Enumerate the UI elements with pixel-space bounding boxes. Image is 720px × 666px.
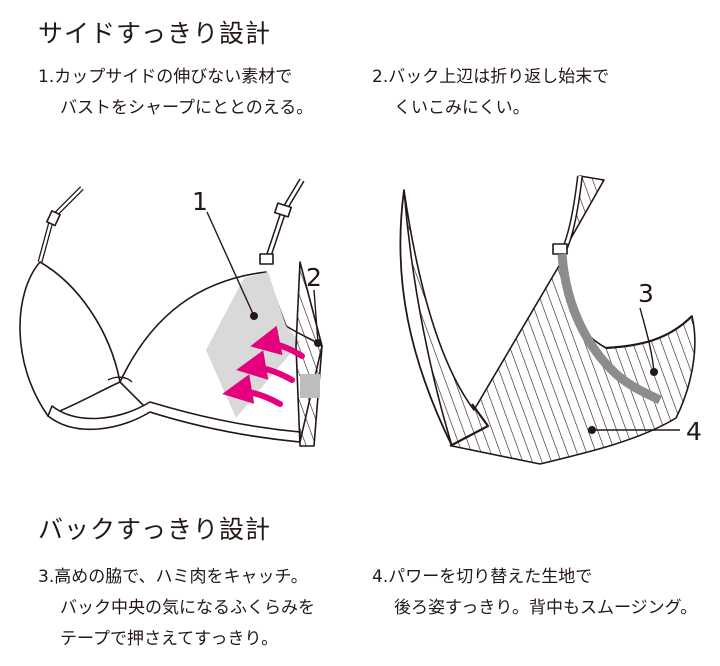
pink-arrow-2 [236,350,295,383]
callout-3: 3 [638,279,654,308]
side-point-2: 2.バック上辺は折り返し始末で くいこみにくい。 [372,62,609,124]
side-point-1: 1.カップサイドの伸びない素材で バストをシャープにととのえる。 [38,62,313,124]
front-view [19,178,323,447]
front-side-wing [295,261,323,447]
side-point-2-line2: くいこみにくい。 [394,98,530,118]
side-point-2-line1: 2.バック上辺は折り返し始末で [372,67,610,87]
back-tape [557,253,663,405]
front-left-cup [19,261,121,417]
back-point-3-line3: テープで押さえてすっきり。 [60,629,279,649]
back-section-title: バックすっきり設計 [38,515,272,544]
back-point-4-line1: 4.パワーを切り替えた生地で [372,567,593,587]
side-point-1-line1: 1.カップサイドの伸びない素材で [38,67,293,87]
front-left-strap [37,186,84,263]
callout-3-leader [639,307,655,373]
back-point-3-line2: バック中央の気になるふくらみを [60,598,315,618]
callout-1: 1 [192,187,208,216]
pink-arrow-3 [222,374,283,407]
back-left-edge [399,189,453,447]
back-view [399,175,696,465]
pink-arrow-1 [250,325,305,359]
callout-4: 4 [686,417,702,446]
back-body [403,175,696,465]
callout-2: 2 [306,263,322,292]
back-top-hem [605,315,693,350]
callout-2-leader [313,289,319,344]
pressure-arrows [222,325,305,407]
back-point-4: 4.パワーを切り替えた生地で 後ろ姿すっきり。背中もスムージング。 [372,562,697,624]
side-section-title: サイドすっきり設計 [38,19,272,48]
back-point-3-line1: 3.高めの脇で、ハミ肉をキャッチ。 [38,567,308,587]
back-point-4-line2: 後ろ姿すっきり。背中もスムージング。 [394,598,698,618]
back-point-3: 3.高めの脇で、ハミ肉をキャッチ。 バック中央の気になるふくらみを テープで押さ… [38,562,315,655]
callout-1-leader [206,211,255,317]
back-hook-band [449,403,490,447]
side-point-1-line2: バストをシャープにととのえる。 [60,98,314,118]
bra-illustration: 1 2 3 4 [19,175,702,465]
